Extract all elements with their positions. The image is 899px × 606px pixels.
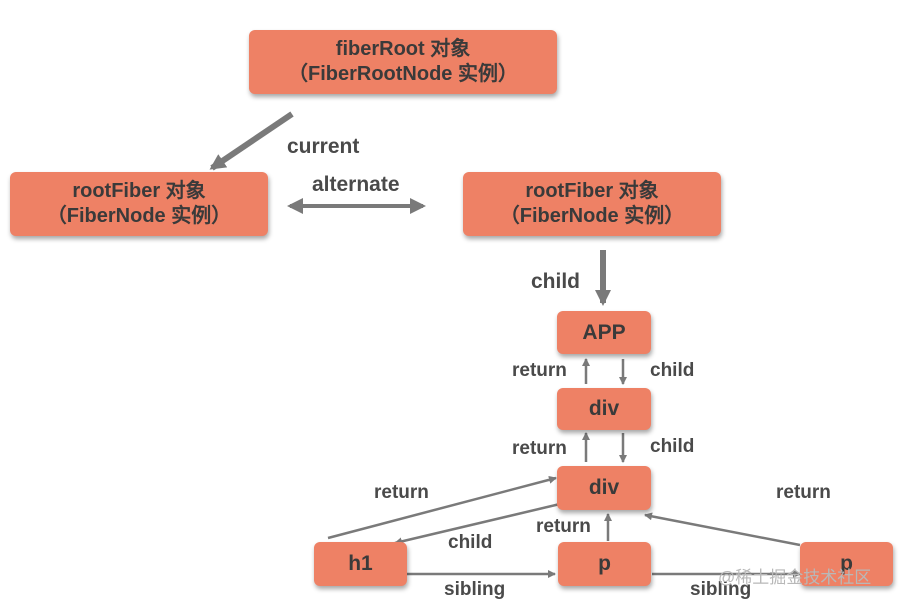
fiber-root-subtitle: （FiberRootNode 实例） xyxy=(288,63,518,85)
div-div-child-label: child xyxy=(650,436,695,457)
p1-return-label: return xyxy=(536,516,591,537)
p-p-sibling-label: sibling xyxy=(690,579,752,600)
current-root-fiber-title: rootFiber 对象 xyxy=(72,180,206,202)
app-node-label: APP xyxy=(582,320,626,344)
h1-node: h1 xyxy=(314,542,407,586)
app-node: APP xyxy=(557,311,651,354)
p2-return-label: return xyxy=(776,482,831,503)
div-h1-child-label: child xyxy=(448,532,493,553)
current-root-fiber-node: rootFiber 对象 （FiberNode 实例） xyxy=(10,172,268,236)
div-node-1: div xyxy=(557,388,651,430)
div-node-1-label: div xyxy=(588,397,620,420)
h1-return-label: return xyxy=(374,482,429,503)
p-node-1-label: p xyxy=(598,552,611,575)
app-div-child-label: child xyxy=(650,360,695,381)
fiber-root-title: fiberRoot 对象 xyxy=(335,38,471,60)
watermark: @稀土掘金技术社区 xyxy=(718,568,872,587)
p-node-2: p xyxy=(800,542,893,586)
wip-root-fiber-node: rootFiber 对象 （FiberNode 实例） xyxy=(463,172,721,236)
fiber-root-node: fiberRoot 对象 （FiberRootNode 实例） xyxy=(249,30,557,94)
alternate-label: alternate xyxy=(312,173,400,196)
h1-p-sibling-label: sibling xyxy=(444,579,506,600)
div-div-return-label: return xyxy=(512,438,567,459)
app-div-return-label: return xyxy=(512,360,567,381)
wip-root-fiber-subtitle: （FiberNode 实例） xyxy=(499,205,685,227)
child-root-app-label: child xyxy=(531,270,581,293)
p-node-1: p xyxy=(558,542,651,586)
return-h1-div-arrow xyxy=(327,475,557,540)
div-node-2-label: div xyxy=(588,476,620,499)
current-arrow xyxy=(209,111,294,171)
current-root-fiber-subtitle: （FiberNode 实例） xyxy=(46,205,232,227)
p-node-2-label: p xyxy=(840,552,853,575)
div-node-2: div xyxy=(557,466,651,510)
wip-root-fiber-title: rootFiber 对象 xyxy=(525,180,659,202)
current-label: current xyxy=(287,135,360,158)
h1-node-label: h1 xyxy=(348,552,373,575)
return-p2-div-arrow xyxy=(644,512,801,547)
child-div-h1-arrow xyxy=(394,502,561,546)
